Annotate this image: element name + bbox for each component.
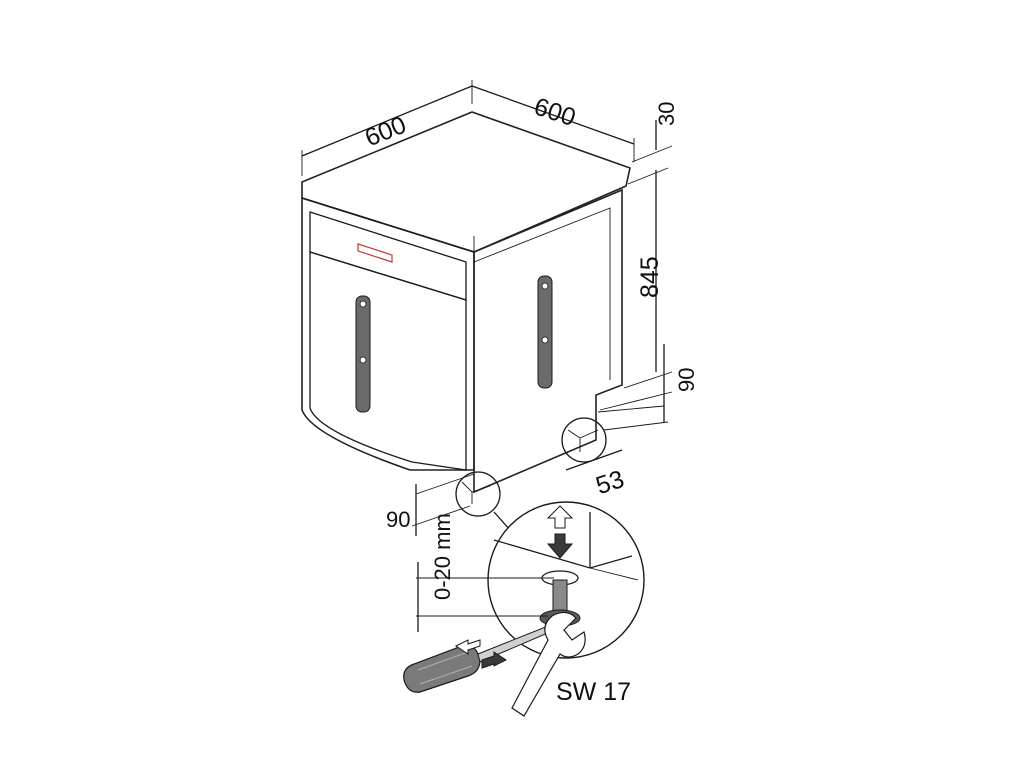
screwdriver-grip-lines bbox=[417, 651, 473, 685]
front-door bbox=[309, 251, 467, 471]
top-thickness-label: 30 bbox=[654, 102, 679, 126]
plinth-height-front-label: 90 bbox=[386, 507, 410, 532]
wrench bbox=[511, 611, 586, 717]
magnified-base-side bbox=[589, 567, 639, 581]
front-handle-screw-mid bbox=[359, 356, 367, 364]
foot-range-label: 0-20 mm bbox=[430, 513, 455, 600]
callout-leader bbox=[493, 511, 511, 531]
front-handle-screw-top bbox=[359, 300, 367, 308]
plinth-height-right-label: 90 bbox=[674, 368, 699, 392]
worktop bbox=[301, 111, 631, 253]
depth-extension-lines bbox=[301, 80, 473, 176]
plinth-extension-lines bbox=[599, 371, 673, 411]
side-handle-screw-top bbox=[541, 282, 549, 290]
plinth-front-extension bbox=[411, 473, 475, 527]
side-panel bbox=[473, 188, 623, 494]
top-thickness-extension bbox=[627, 145, 673, 185]
plinth-right-ticks bbox=[597, 405, 669, 431]
screwdriver-handle bbox=[403, 645, 481, 693]
side-handle-screw-mid bbox=[541, 336, 549, 344]
side-foot-corner bbox=[567, 429, 599, 452]
front-foot-corner bbox=[461, 481, 491, 504]
plinth-depth-line bbox=[565, 449, 623, 471]
foot-range-extension bbox=[416, 577, 554, 617]
depth-dimension-line bbox=[301, 85, 473, 157]
plinth-depth-label: 53 bbox=[592, 465, 627, 500]
dimension-labels: 600 600 30 845 90 53 90 0-20 mm SW 17 bbox=[361, 93, 699, 706]
worktop-edge bbox=[301, 197, 475, 253]
width-label: 600 bbox=[531, 93, 579, 133]
side-door-edge bbox=[473, 207, 611, 380]
depth-label: 600 bbox=[361, 111, 410, 153]
arrow-up-outline bbox=[546, 505, 574, 529]
front-panel bbox=[301, 196, 475, 471]
arrow-right-filled bbox=[481, 651, 507, 669]
side-foot-circle bbox=[561, 417, 607, 463]
arrow-left-outline bbox=[455, 639, 481, 655]
front-foot-circle bbox=[455, 471, 501, 517]
width-dimension-line bbox=[471, 85, 635, 145]
arrow-down-filled bbox=[546, 533, 574, 559]
appliance-body bbox=[301, 111, 631, 494]
wrench-size-label: SW 17 bbox=[556, 678, 631, 706]
foot-detail-circles bbox=[455, 417, 607, 531]
side-handle bbox=[537, 275, 553, 389]
front-handle bbox=[355, 295, 371, 413]
brand-badge bbox=[357, 243, 393, 263]
height-label: 845 bbox=[636, 256, 664, 298]
dimension-lines bbox=[301, 80, 673, 632]
tools bbox=[403, 611, 586, 717]
